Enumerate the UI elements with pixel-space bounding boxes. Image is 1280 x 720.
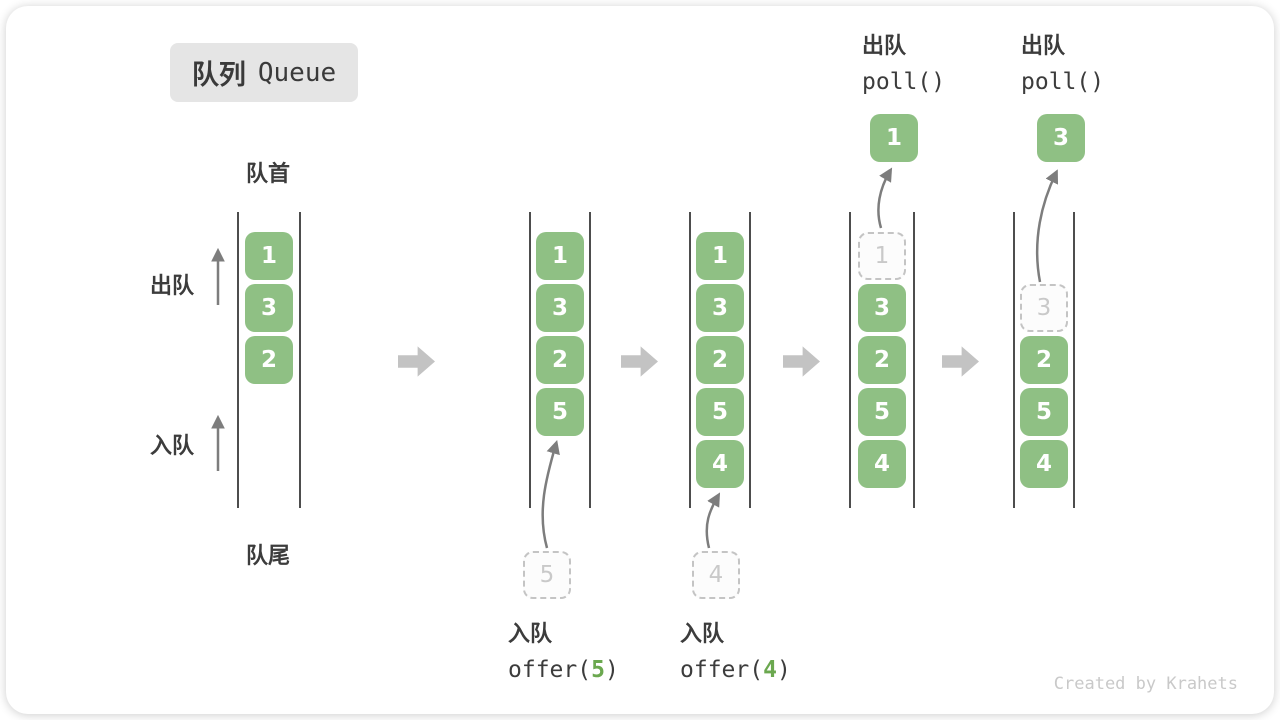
queue-wall-left bbox=[529, 212, 531, 508]
code-pre: offer( bbox=[508, 657, 592, 683]
queue-rear-label: 队尾 bbox=[245, 544, 290, 569]
operation-label-offer-5: 入队 offer(5) bbox=[508, 616, 619, 683]
title-zh: 队列 bbox=[191, 60, 246, 91]
operation-code-label: poll() bbox=[862, 69, 946, 95]
queue-item-box: 5 bbox=[1020, 388, 1068, 436]
incoming-value-box: 4 bbox=[692, 551, 740, 599]
operation-code-label: offer(5) bbox=[508, 657, 619, 683]
operation-zh-label: 入队 bbox=[680, 622, 725, 647]
operation-code-label: offer(4) bbox=[680, 657, 791, 683]
queue-wall-left bbox=[689, 212, 691, 508]
code-arg: 5 bbox=[591, 657, 605, 683]
queue-item-box: 5 bbox=[536, 388, 584, 436]
queue-item-box: 2 bbox=[245, 336, 293, 384]
queue-item-box: 5 bbox=[696, 388, 744, 436]
enqueue-side-label: 入队 bbox=[150, 434, 195, 459]
queue-item-box: 1 bbox=[536, 232, 584, 280]
queue-item-box: 2 bbox=[536, 336, 584, 384]
queue-item-box: 1 bbox=[696, 232, 744, 280]
title-box: 队列 Queue bbox=[170, 43, 358, 102]
queue-wall-right bbox=[749, 212, 751, 508]
queue-wall-left bbox=[849, 212, 851, 508]
queue-item-box: 2 bbox=[696, 336, 744, 384]
operation-label-poll-3: 出队 poll() bbox=[1021, 28, 1104, 95]
title-en: Queue bbox=[257, 57, 337, 88]
queue-wall-right bbox=[1073, 212, 1075, 508]
watermark: Created by Krahets bbox=[1053, 674, 1238, 694]
queue-item-box: 5 bbox=[858, 388, 906, 436]
queue-item-box: 4 bbox=[858, 440, 906, 488]
dequeued-ghost-box: 3 bbox=[1020, 284, 1068, 332]
queue-item-box: 4 bbox=[1020, 440, 1068, 488]
code-pre: offer( bbox=[680, 657, 764, 683]
queue-item-box: 3 bbox=[696, 284, 744, 332]
queue-item-box: 2 bbox=[858, 336, 906, 384]
operation-zh-label: 入队 bbox=[508, 622, 553, 647]
queue-item-box: 3 bbox=[536, 284, 584, 332]
code-post: ) bbox=[776, 657, 791, 683]
code-arg: 4 bbox=[763, 657, 777, 683]
popped-value-box: 3 bbox=[1037, 114, 1085, 162]
operation-code-label: poll() bbox=[1021, 69, 1105, 95]
queue-item-box: 3 bbox=[858, 284, 906, 332]
code-post: ) bbox=[604, 657, 619, 683]
dequeue-side-label: 出队 bbox=[150, 274, 195, 299]
incoming-value-box: 5 bbox=[523, 551, 571, 599]
queue-wall-left bbox=[237, 212, 239, 508]
queue-item-box: 3 bbox=[245, 284, 293, 332]
queue-wall-left bbox=[1013, 212, 1015, 508]
operation-zh-label: 出队 bbox=[862, 34, 907, 59]
queue-item-box: 4 bbox=[696, 440, 744, 488]
queue-wall-right bbox=[589, 212, 591, 508]
queue-wall-right bbox=[913, 212, 915, 508]
queue-item-box: 2 bbox=[1020, 336, 1068, 384]
dequeued-ghost-box: 1 bbox=[858, 232, 906, 280]
queue-wall-right bbox=[299, 212, 301, 508]
queue-front-label: 队首 bbox=[245, 162, 290, 187]
popped-value-box: 1 bbox=[870, 114, 918, 162]
operation-label-offer-4: 入队 offer(4) bbox=[680, 616, 791, 683]
queue-item-box: 1 bbox=[245, 232, 293, 280]
operation-label-poll-1: 出队 poll() bbox=[862, 28, 945, 95]
operation-zh-label: 出队 bbox=[1021, 34, 1066, 59]
